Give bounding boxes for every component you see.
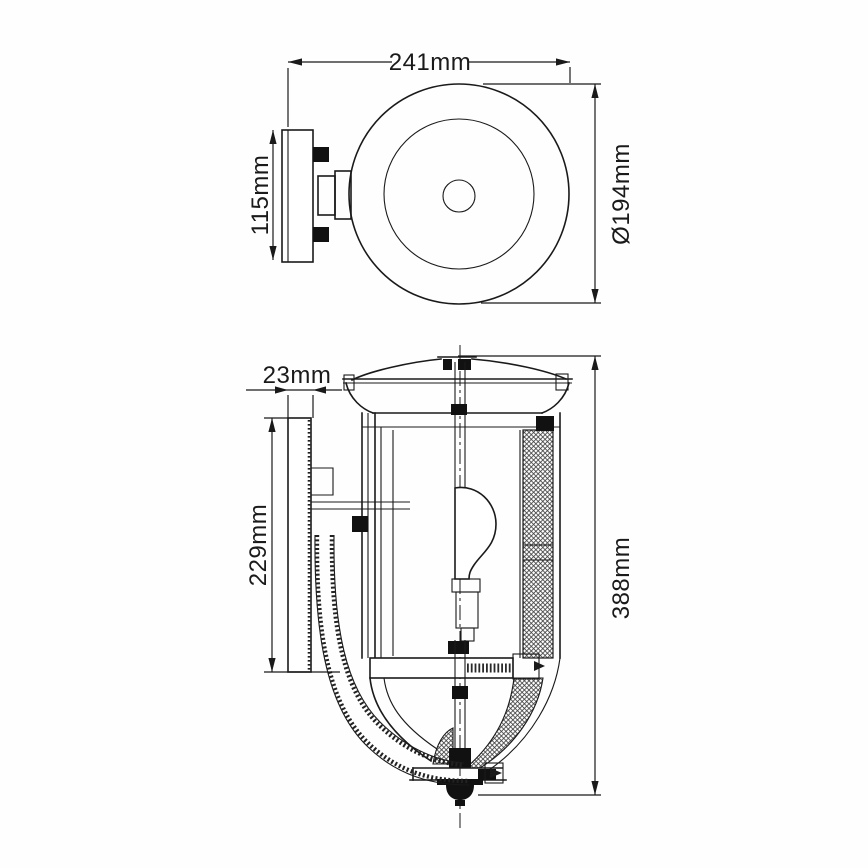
socket-nut: [448, 641, 469, 654]
lantern-bottom: [369, 640, 561, 806]
dim-label-diameter: Ø194mm: [608, 143, 635, 245]
bolt-top: [313, 147, 329, 162]
mount-nut: [352, 516, 368, 532]
dim-label-overall-width: 241mm: [389, 49, 472, 76]
glass-clamp: [536, 416, 554, 431]
support-arm-outer: [314, 534, 469, 784]
trumpet-hatch-right: [464, 677, 544, 769]
finial-top-view: [442, 179, 476, 213]
dim-label-backplate-height: 229mm: [245, 504, 272, 587]
dimension-388: 388mm: [458, 355, 635, 796]
bolt-bottom: [313, 227, 329, 242]
dimension-23: 23mm: [246, 362, 342, 418]
dimension-115: 115mm: [247, 130, 277, 260]
dimension-241: 241mm: [287, 49, 571, 127]
section-hatch-band: [522, 429, 554, 659]
shade-outline: [348, 83, 570, 305]
dim-label-overall-height: 388mm: [608, 537, 635, 620]
wall-plate-side-view: [287, 417, 312, 673]
dim-label-plate-depth: 23mm: [263, 362, 332, 389]
top-view: 241mm 115mm Ø194mm: [247, 49, 635, 305]
wall-plate-top-view: [281, 129, 314, 263]
lantern-body: [361, 362, 561, 659]
dimension-194: Ø194mm: [481, 83, 635, 304]
bottom-finial: [437, 779, 483, 806]
side-view: 23mm 229mm 388mm: [245, 345, 635, 830]
bulb: [448, 486, 497, 654]
dim-label-plate-height: 115mm: [247, 155, 274, 236]
wall-mount: [287, 417, 470, 786]
support-arm-inner: [329, 534, 465, 768]
dimension-229: 229mm: [245, 417, 340, 673]
